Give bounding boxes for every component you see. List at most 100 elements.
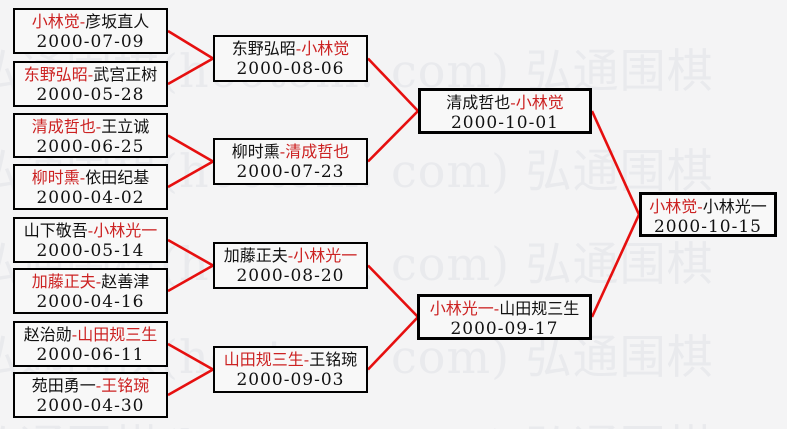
match-date: 2000-10-15 xyxy=(653,217,762,237)
match-players: 赵治勋-山田规三生 xyxy=(15,325,166,345)
player-name: 小林光一 xyxy=(702,197,767,216)
connector-line xyxy=(167,238,214,267)
dash: - xyxy=(71,325,78,344)
dash: - xyxy=(279,142,286,161)
dash: - xyxy=(95,272,102,291)
match-date: 2000-04-16 xyxy=(36,292,145,312)
player-name: 柳时熏 xyxy=(231,142,280,161)
connector-line xyxy=(367,316,419,371)
dash: - xyxy=(303,350,310,369)
match-box-r1-7: 赵治勋-山田规三生 2000-06-11 xyxy=(13,321,168,367)
player-name: 东野弘昭 xyxy=(231,39,296,58)
match-date: 2000-04-30 xyxy=(36,396,145,416)
connector-line xyxy=(167,368,214,397)
connector-line xyxy=(167,29,214,60)
dash: - xyxy=(87,221,94,240)
match-players: 小林觉-彦坂直人 xyxy=(15,12,166,32)
player-name: 王铭琬 xyxy=(309,350,358,369)
player-name: 小林光一 xyxy=(293,246,358,265)
player-name: 赵善津 xyxy=(101,272,150,291)
connector-line xyxy=(590,213,641,318)
match-date: 2000-05-14 xyxy=(36,241,145,261)
connector-line xyxy=(367,110,419,163)
match-date: 2000-09-17 xyxy=(450,319,559,339)
connector-line xyxy=(590,110,641,216)
player-name: 清成哲也 xyxy=(31,117,96,136)
match-date: 2000-08-20 xyxy=(236,266,345,286)
match-box-sf-1: 清成哲也-小林觉 2000-10-01 xyxy=(418,88,592,134)
match-box-final: 小林觉-小林光一 2000-10-15 xyxy=(639,192,777,237)
dash: - xyxy=(510,93,516,112)
match-box-r1-5: 山下敬吾-小林光一 2000-05-14 xyxy=(13,217,168,263)
match-box-r1-6: 加藤正夫-赵善津 2000-04-16 xyxy=(13,268,168,314)
dash: - xyxy=(87,65,94,84)
match-players: 苑田勇一-王铭琬 xyxy=(15,376,166,396)
player-name: 东野弘昭 xyxy=(23,65,88,84)
dash: - xyxy=(79,12,86,31)
match-box-r2-3: 加藤正夫-小林光一 2000-08-20 xyxy=(213,242,368,289)
match-date: 2000-06-11 xyxy=(36,345,145,365)
player-name: 小林光一 xyxy=(93,221,158,240)
player-name: 清成哲也 xyxy=(285,142,350,161)
player-name: 山下敬吾 xyxy=(23,221,88,240)
dash: - xyxy=(697,197,703,216)
match-date: 2000-04-02 xyxy=(36,188,145,208)
match-box-r1-1: 小林觉-彦坂直人 2000-07-09 xyxy=(13,8,168,54)
match-players: 小林光一-山田规三生 xyxy=(420,299,589,319)
match-box-r2-4: 山田规三生-王铭琬 2000-09-03 xyxy=(213,346,368,393)
connector-line xyxy=(167,134,214,163)
player-name: 山田规三生 xyxy=(499,299,580,318)
match-date: 2000-10-01 xyxy=(450,113,559,133)
player-name: 柳时熏 xyxy=(31,168,80,187)
player-name: 加藤正夫 xyxy=(223,246,288,265)
connector-line xyxy=(167,342,214,371)
player-name: 小林觉 xyxy=(649,197,698,216)
dash: - xyxy=(79,168,86,187)
player-name: 武宫正树 xyxy=(93,65,158,84)
player-name: 山田规三生 xyxy=(77,325,158,344)
player-name: 加藤正夫 xyxy=(31,272,96,291)
match-date: 2000-08-06 xyxy=(236,59,345,79)
match-box-sf-2: 小林光一-山田规三生 2000-09-17 xyxy=(417,294,592,340)
match-box-r2-1: 东野弘昭-小林觉 2000-08-06 xyxy=(213,35,368,82)
match-box-r1-3: 清成哲也-王立诚 2000-06-25 xyxy=(13,113,168,158)
player-name: 苑田勇一 xyxy=(31,376,96,395)
match-players: 清成哲也-小林觉 xyxy=(421,93,589,113)
match-date: 2000-06-25 xyxy=(36,137,145,157)
match-date: 2000-05-28 xyxy=(36,85,145,105)
dash: - xyxy=(95,376,102,395)
connector-line xyxy=(167,264,214,293)
player-name: 清成哲也 xyxy=(446,93,511,112)
dash: - xyxy=(287,246,294,265)
match-players: 加藤正夫-小林光一 xyxy=(215,246,366,266)
player-name: 依田纪基 xyxy=(85,168,150,187)
connector-line xyxy=(367,57,419,112)
player-name: 赵治勋 xyxy=(23,325,72,344)
match-players: 加藤正夫-赵善津 xyxy=(15,272,166,292)
player-name: 王铭琬 xyxy=(101,376,150,395)
match-players: 小林觉-小林光一 xyxy=(642,197,774,217)
match-players: 柳时熏-清成哲也 xyxy=(215,142,366,162)
match-date: 2000-07-23 xyxy=(236,162,345,182)
player-name: 小林觉 xyxy=(515,93,564,112)
connector-line xyxy=(367,264,419,318)
match-players: 山田规三生-王铭琬 xyxy=(215,350,366,370)
player-name: 王立诚 xyxy=(101,117,150,136)
watermark-text: 弘通围棋(hootom. com) 弘通围棋 xyxy=(0,411,714,429)
match-box-r1-8: 苑田勇一-王铭琬 2000-04-30 xyxy=(13,372,168,418)
player-name: 彦坂直人 xyxy=(85,12,150,31)
match-date: 2000-07-09 xyxy=(36,32,145,52)
player-name: 小林觉 xyxy=(31,12,80,31)
match-box-r2-2: 柳时熏-清成哲也 2000-07-23 xyxy=(213,138,368,185)
player-name: 小林觉 xyxy=(301,39,350,58)
dash: - xyxy=(493,299,500,318)
player-name: 小林光一 xyxy=(429,299,494,318)
dash: - xyxy=(295,39,302,58)
match-players: 山下敬吾-小林光一 xyxy=(15,221,166,241)
match-players: 东野弘昭-武宫正树 xyxy=(15,65,166,85)
player-name: 山田规三生 xyxy=(223,350,304,369)
match-players: 东野弘昭-小林觉 xyxy=(215,39,366,59)
match-box-r1-4: 柳时熏-依田纪基 2000-04-02 xyxy=(13,164,168,210)
